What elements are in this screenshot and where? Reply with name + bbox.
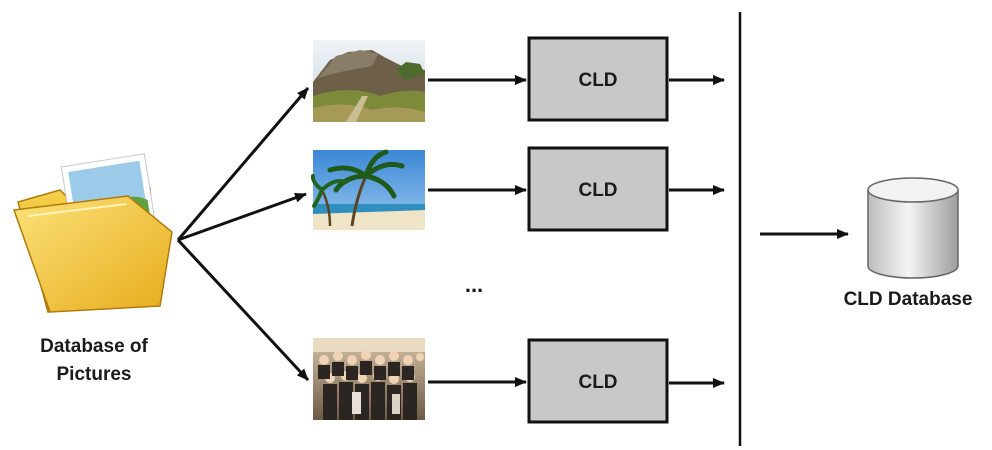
cld-block-1-label: CLD xyxy=(578,70,617,91)
cld-block-3-label: CLD xyxy=(578,372,617,393)
source-caption-line-2: Pictures xyxy=(57,364,132,385)
fan-out-arrows xyxy=(176,87,310,382)
photo-to-cld-arrows xyxy=(428,75,527,387)
photo-group-of-people xyxy=(313,338,425,420)
ellipsis: ... xyxy=(465,272,483,297)
photo-palm-beach xyxy=(310,149,425,230)
cld-block-2-label: CLD xyxy=(578,180,617,201)
source-caption-line-1: Database of xyxy=(40,336,148,357)
picture-folder-icon xyxy=(12,153,173,313)
cld-output-arrows xyxy=(669,75,725,388)
cld-block-2: CLD xyxy=(527,146,669,232)
arrow-to-photo-1 xyxy=(176,87,310,241)
database-cylinder-icon xyxy=(867,177,959,279)
arrow-to-photo-3 xyxy=(176,238,310,382)
cld-block-3: CLD xyxy=(527,338,669,424)
cld-block-1: CLD xyxy=(527,36,669,122)
photo-mountain-landscape xyxy=(313,40,425,122)
arrow-to-photo-2 xyxy=(177,192,307,242)
database-caption: CLD Database xyxy=(844,289,973,310)
